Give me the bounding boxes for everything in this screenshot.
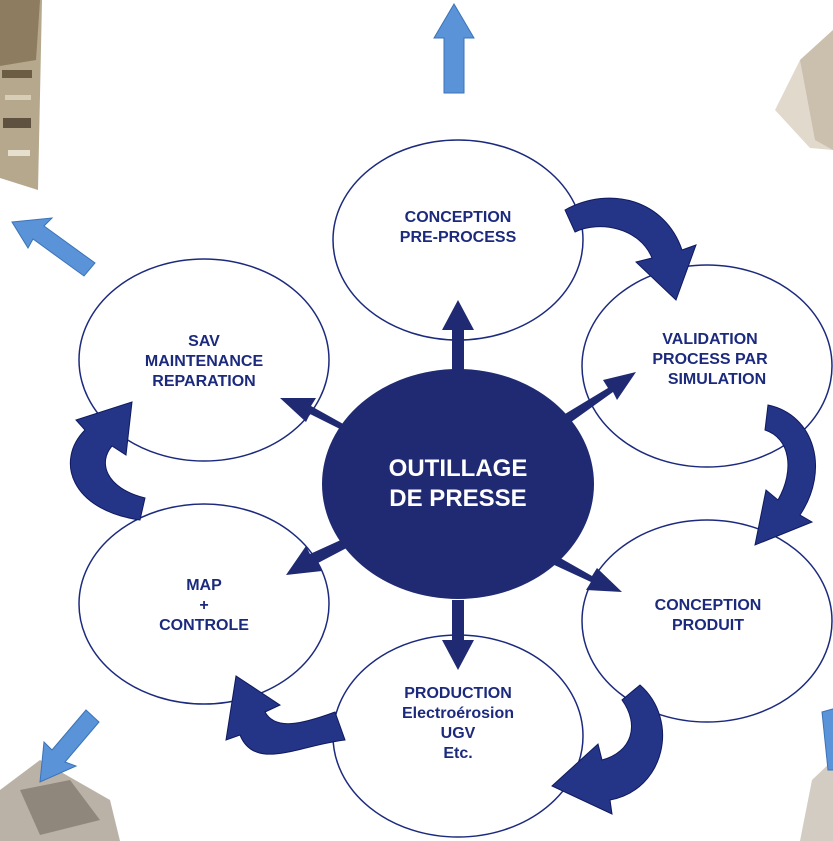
curved-arrow-icon (564, 197, 697, 301)
node-circle-sav (78, 258, 330, 462)
center-label-line: OUTILLAGE (388, 455, 528, 482)
node-label-map-controle: MAP + CONTROLE (104, 576, 304, 636)
curved-arrow-icon (551, 684, 663, 815)
cycle-arrows (69, 197, 816, 815)
node-label-line: VALIDATION (662, 331, 758, 348)
node-label-validation: VALIDATION PROCESS PAR SIMULATION (610, 330, 810, 390)
spoke-up-left-arrow-icon (280, 398, 358, 438)
node-label-line: REPARATION (152, 373, 256, 390)
node-label-line: MAINTENANCE (144, 353, 264, 370)
node-label-line: SIMULATION (667, 371, 767, 388)
node-label-production: PRODUCTION Electroérosion UGV Etc. (358, 684, 558, 764)
curved-arrow-icon (69, 401, 146, 521)
node-label-line: CONCEPTION (404, 209, 512, 226)
center-label-line: DE PRESSE (389, 485, 527, 512)
node-label-line: MAP (186, 577, 222, 594)
up-left-arrow-icon (11, 217, 96, 277)
spoke-up-arrow-icon (442, 300, 474, 370)
node-label-line: PRODUIT (672, 617, 744, 634)
photo-bottom-right (800, 760, 833, 841)
node-label-conception-produit: CONCEPTION PRODUIT (608, 596, 808, 636)
node-label-conception-pre-process: CONCEPTION PRE-PROCESS (358, 208, 558, 248)
curved-arrow-icon (225, 675, 346, 755)
up-arrow-icon (433, 3, 475, 94)
node-label-line: Etc. (443, 745, 473, 762)
spoke-arrows (280, 300, 636, 670)
center-label: OUTILLAGE DE PRESSE (358, 454, 558, 514)
node-label-line: CONTROLE (159, 617, 249, 634)
node-label-line: SAV (188, 333, 220, 350)
light-arrows (11, 3, 833, 783)
node-label-line: PROCESS PAR (652, 351, 768, 368)
photo-bottom-left (0, 760, 120, 841)
center-node-circle (322, 369, 594, 599)
spoke-up-right-arrow-icon (555, 372, 636, 430)
node-label-line: PRE-PROCESS (399, 229, 517, 246)
node-circle-conception-produit (581, 519, 833, 723)
node-label-sav: SAV MAINTENANCE REPARATION (104, 332, 304, 392)
spoke-down-right-arrow-icon (550, 555, 622, 592)
photo-top-left (0, 0, 42, 190)
down-right-arrow-icon (821, 708, 833, 771)
node-label-line: CONCEPTION (654, 597, 762, 614)
node-label-line: + (199, 597, 209, 614)
down-left-arrow-icon (39, 709, 100, 783)
node-circle-map-controle (78, 503, 330, 705)
photo-top-right (775, 0, 833, 150)
node-label-line: PRODUCTION (404, 685, 512, 702)
spoke-down-left-arrow-icon (286, 534, 358, 575)
spoke-down-arrow-icon (442, 600, 474, 670)
node-label-line: Electroérosion (401, 705, 515, 722)
curved-arrow-icon (754, 404, 816, 546)
node-label-line: UGV (440, 725, 476, 742)
